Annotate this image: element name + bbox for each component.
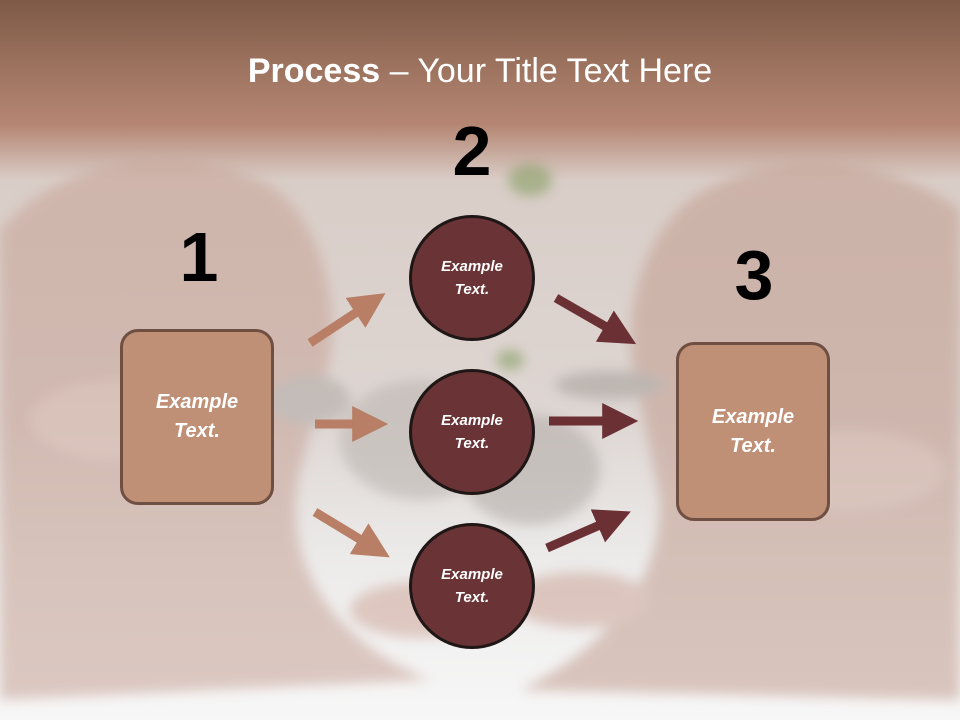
center-circle-bottom-text: Example Text.: [441, 566, 503, 606]
center-circle-middle: Example Text.: [409, 369, 535, 495]
center-circle-bottom: Example Text.: [409, 523, 535, 649]
center-circle-top-text: Example Text.: [441, 258, 503, 298]
step-number-3: 3: [734, 236, 774, 314]
title-rest: – Your Title Text Here: [380, 52, 713, 90]
right-box: Example Text.: [676, 342, 830, 521]
step-number-1: 1: [179, 218, 219, 296]
center-circle-middle-text: Example Text.: [441, 412, 503, 452]
left-box: Example Text.: [120, 329, 274, 505]
center-circle-top: Example Text.: [409, 215, 535, 341]
left-box-text: Example Text.: [155, 391, 239, 442]
title-bold: Process: [247, 52, 381, 90]
slide-title: Process – Your Title Text Here: [0, 52, 960, 91]
right-box-text: Example Text.: [711, 405, 795, 457]
step-number-2: 2: [452, 112, 492, 190]
